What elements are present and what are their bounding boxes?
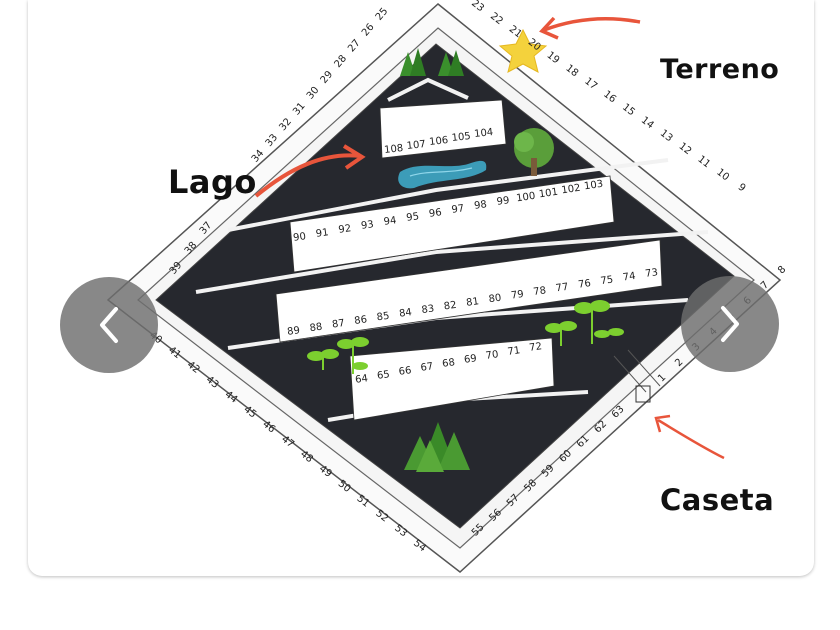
next-image-button[interactable] <box>681 276 779 372</box>
lot-number: 67 <box>420 361 434 374</box>
arrow-terreno <box>539 16 641 40</box>
inner-block-row-4 <box>349 337 555 421</box>
terreno-label: Terreno <box>660 54 780 85</box>
lot-number: 65 <box>376 369 390 382</box>
lot-number: 85 <box>376 311 390 324</box>
lot-number: 13 <box>658 128 675 145</box>
lot-number: 99 <box>496 195 510 208</box>
tree-round <box>514 128 554 176</box>
lot-number: 95 <box>406 211 420 224</box>
lot-number: 28 <box>332 53 349 70</box>
lot-number: 69 <box>463 353 477 366</box>
lot-number: 88 <box>309 322 323 335</box>
lot-number: 10 <box>714 167 731 184</box>
lot-number: 16 <box>601 89 618 106</box>
inner-street-2 <box>195 230 709 294</box>
lot-number: 82 <box>443 300 457 313</box>
lot-number: 12 <box>677 141 694 158</box>
lot-number: 97 <box>451 203 465 216</box>
lot-number: 30 <box>305 85 322 102</box>
lot-number: 75 <box>600 274 614 287</box>
lot-number: 108 <box>384 143 404 156</box>
lot-number: 70 <box>485 349 499 362</box>
lot-number: 27 <box>346 38 363 55</box>
lot-number: 8 <box>776 264 788 276</box>
lot-number: 33 <box>264 132 281 149</box>
lot-number: 81 <box>466 296 480 309</box>
lot-number: 84 <box>398 307 412 320</box>
arrow-caseta <box>654 414 725 460</box>
inner-street-top <box>387 77 469 102</box>
lot-number: 89 <box>287 325 301 338</box>
lot-number: 83 <box>421 303 435 316</box>
lot-number: 104 <box>474 127 494 140</box>
lot-number: 68 <box>442 357 456 370</box>
lot-number: 14 <box>639 115 656 132</box>
lot-number: 98 <box>473 199 487 212</box>
sprouts-right <box>545 300 624 346</box>
lot-number: 90 <box>293 231 307 244</box>
subdivision-map: 2526272829303132333423222120191817161514… <box>106 0 788 573</box>
lot-number: 64 <box>355 373 369 386</box>
sprouts-left <box>307 337 369 374</box>
lot-number: 25 <box>374 6 391 23</box>
lot-number: 94 <box>383 215 397 228</box>
lot-number: 86 <box>354 314 368 327</box>
arrow-lago <box>254 144 366 198</box>
lago-label: Lago <box>168 163 257 201</box>
lot-number: 18 <box>563 63 580 80</box>
lot-number: 103 <box>583 179 603 193</box>
lot-number: 11 <box>695 154 712 171</box>
lot-number: 79 <box>510 289 524 302</box>
lot-number: 66 <box>398 365 412 378</box>
lake <box>398 160 487 189</box>
tree-cluster-bottom <box>404 422 470 472</box>
lot-number: 9 <box>736 182 748 195</box>
lot-number: 19 <box>545 50 562 67</box>
lot-number: 71 <box>507 345 521 358</box>
lot-number: 80 <box>488 293 502 306</box>
lot-number: 101 <box>538 187 558 201</box>
lot-number: 23 <box>469 0 486 14</box>
lot-number: 26 <box>360 22 377 39</box>
tree-cluster-top <box>400 48 464 76</box>
lot-number: 92 <box>338 223 352 236</box>
lot-number: 32 <box>277 116 294 133</box>
lot-number: 17 <box>582 76 599 93</box>
lot-number: 87 <box>331 318 345 331</box>
lot-number: 76 <box>577 278 591 291</box>
inner-block-top <box>379 99 507 159</box>
chevron-left-icon <box>100 307 118 343</box>
chevron-right-icon <box>721 306 739 342</box>
lot-number: 102 <box>561 183 581 197</box>
lot-number: 74 <box>622 271 636 284</box>
lot-number: 91 <box>315 227 329 240</box>
lot-number: 22 <box>488 11 505 28</box>
lot-number: 78 <box>533 285 547 298</box>
lot-number: 73 <box>645 267 659 280</box>
previous-image-button[interactable] <box>60 277 158 373</box>
star-marker <box>498 28 548 73</box>
lot-number: 29 <box>319 69 336 86</box>
lot-number: 15 <box>620 102 637 119</box>
lot-number: 100 <box>516 191 536 205</box>
lot-number: 31 <box>291 101 308 118</box>
inner-street-1 <box>227 158 669 232</box>
lot-number: 72 <box>529 341 543 354</box>
lot-number: 96 <box>428 207 442 220</box>
gate <box>613 349 661 403</box>
lot-number: 107 <box>406 139 426 152</box>
lot-number: 106 <box>429 135 449 148</box>
lot-number: 77 <box>555 282 569 295</box>
inner-block-row-3 <box>275 239 663 343</box>
lot-number: 105 <box>451 131 471 144</box>
caseta-label: Caseta <box>660 483 775 517</box>
inner-block-row-2 <box>289 175 615 273</box>
lot-number: 93 <box>360 219 374 232</box>
